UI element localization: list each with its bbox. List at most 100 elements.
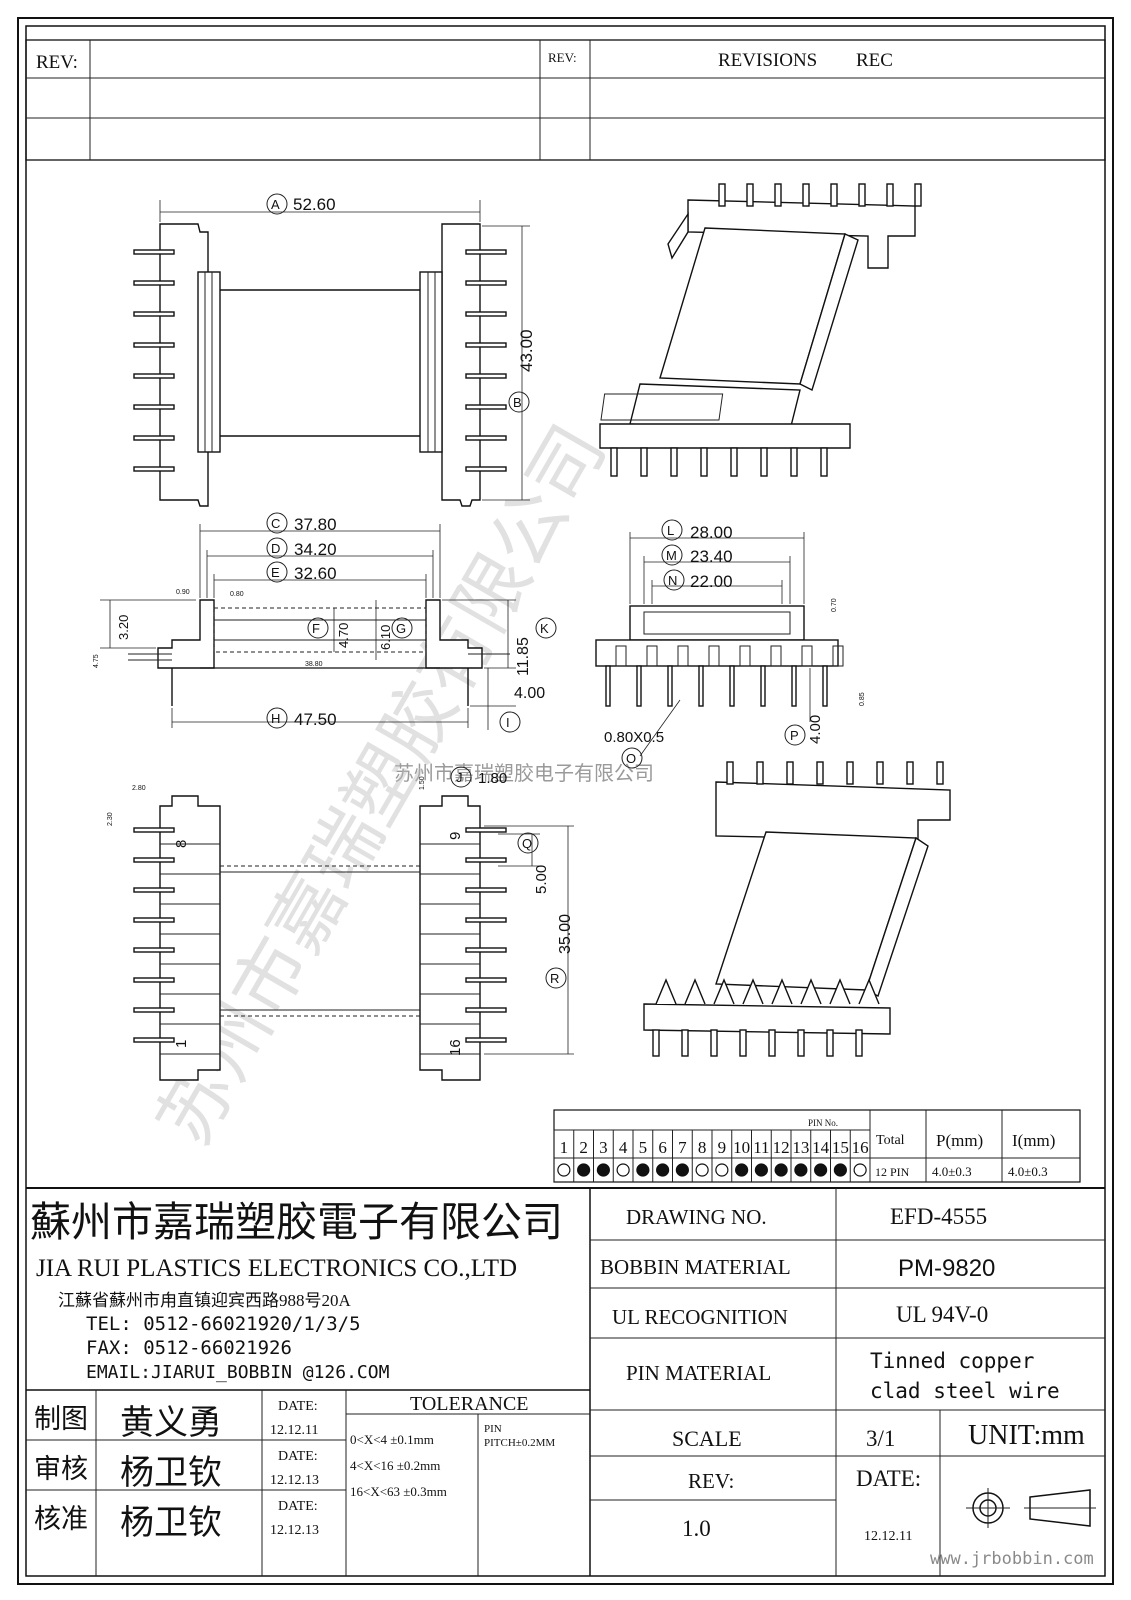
pin	[465, 280, 507, 286]
pin-number: 13	[792, 1138, 809, 1157]
top-view: A 52.60 43.00 B	[133, 193, 536, 507]
pin	[730, 447, 738, 477]
svg-text:DATE:: DATE:	[278, 1399, 318, 1414]
pin-number: 4	[619, 1138, 628, 1157]
pin-number: 14	[812, 1138, 830, 1157]
pin	[465, 1037, 507, 1043]
p-label: P(mm)	[936, 1131, 983, 1150]
unit: UNIT:mm	[968, 1420, 1085, 1451]
svg-text:K: K	[540, 621, 549, 636]
pin	[133, 373, 175, 379]
pin	[797, 1029, 805, 1057]
scale-value: 3/1	[866, 1426, 895, 1451]
dim-D: 34.20	[294, 540, 337, 559]
signoff-name-3: 杨卫钦	[120, 1504, 222, 1542]
pin	[610, 447, 618, 477]
pin-number: 12	[773, 1138, 790, 1157]
pin-state-dot	[754, 1163, 768, 1177]
svg-text:H: H	[271, 711, 280, 726]
svg-text:2.80: 2.80	[132, 785, 146, 792]
front-view: C 37.80 D 34.20 E 32.60 0.90 0.80 3.20 4…	[93, 512, 557, 733]
pin	[465, 977, 507, 983]
pin	[636, 665, 642, 707]
pin	[846, 761, 854, 785]
pin	[830, 183, 838, 207]
pin	[640, 447, 648, 477]
pin-slot	[801, 645, 813, 667]
pin-slot	[615, 645, 627, 667]
svg-text:R: R	[550, 971, 559, 986]
svg-text:E: E	[271, 565, 280, 580]
dim-C: 37.80	[294, 515, 337, 534]
svg-text:1.50: 1.50	[419, 776, 426, 790]
pin	[760, 447, 768, 477]
center-watermark: 苏州市嘉瑞塑胶电子有限公司	[394, 762, 654, 785]
pin-number: 10	[733, 1138, 750, 1157]
bobbin-material: PM-9820	[898, 1255, 995, 1282]
svg-text:B: B	[513, 395, 522, 410]
tolerance-row-1: 0<X<4 ±0.1mm	[350, 1432, 434, 1447]
svg-text:4.75: 4.75	[93, 654, 100, 668]
pin	[133, 466, 175, 472]
signoff-date-3: 12.12.13	[270, 1523, 319, 1538]
pin	[791, 665, 797, 707]
pin-number: 2	[579, 1138, 588, 1157]
pin	[906, 761, 914, 785]
pin-state-dot	[557, 1163, 571, 1177]
company-address: 江蘇省蘇州市甪直镇迎宾西路988号20A	[58, 1291, 351, 1310]
side-view: L 28.00 M 23.40 N 22.00 0.70 0.85 4.00 P…	[595, 519, 866, 769]
pin	[774, 183, 782, 207]
dim-A: 52.60	[293, 195, 336, 214]
signoff-date-2: 12.12.13	[270, 1473, 319, 1488]
pin-slot	[677, 645, 689, 667]
pin-label-8: 8	[173, 840, 190, 848]
pin	[465, 373, 507, 379]
pin-table-header: PIN No.	[808, 1118, 838, 1128]
pin-number: 1	[560, 1138, 569, 1157]
pin	[700, 447, 708, 477]
pin	[876, 761, 884, 785]
signoff-role-1: 制图	[34, 1404, 88, 1434]
svg-text:0.80: 0.80	[230, 591, 244, 598]
company-name-en: JIA RUI PLASTICS ELECTRONICS CO.,LTD	[36, 1255, 517, 1282]
pin-state-dot	[814, 1163, 828, 1177]
pin	[133, 342, 175, 348]
pin-number: 11	[753, 1138, 769, 1157]
projection-symbol-icon	[966, 1488, 1096, 1528]
svg-text:0.70: 0.70	[831, 598, 838, 612]
pin	[726, 761, 734, 785]
i-value: 4.0±0.3	[1008, 1164, 1048, 1179]
pin	[465, 947, 507, 953]
pin	[133, 280, 175, 286]
total-label: Total	[876, 1133, 905, 1148]
pin	[133, 1007, 175, 1013]
company-fax: FAX: 0512-66021926	[86, 1337, 292, 1359]
pin-slot	[770, 645, 782, 667]
pin-number: 15	[832, 1138, 849, 1157]
pin-slot	[646, 645, 658, 667]
dim-I: 4.00	[514, 685, 545, 702]
pin-state-dot	[735, 1163, 749, 1177]
pin	[768, 1029, 776, 1057]
date-label: DATE:	[856, 1466, 921, 1491]
pin-label-16: 16	[447, 1039, 464, 1056]
pin	[816, 761, 824, 785]
pin-number: 5	[639, 1138, 648, 1157]
pin	[133, 435, 175, 441]
pin	[465, 404, 507, 410]
svg-text:2.30: 2.30	[107, 812, 114, 826]
rev-label: REV:	[688, 1469, 734, 1493]
pin	[465, 887, 507, 893]
dim-N: 22.00	[690, 572, 733, 591]
svg-text:M: M	[666, 548, 677, 563]
svg-text:G: G	[396, 621, 406, 636]
svg-text:38.80: 38.80	[305, 661, 323, 668]
pin	[718, 183, 726, 207]
svg-text:D: D	[271, 541, 280, 556]
pin-slot	[832, 645, 844, 667]
pin-material-1: Tinned copper	[870, 1349, 1034, 1373]
dim-E: 32.60	[294, 564, 337, 583]
dim-B: 43.00	[517, 329, 536, 372]
pin	[729, 665, 735, 707]
